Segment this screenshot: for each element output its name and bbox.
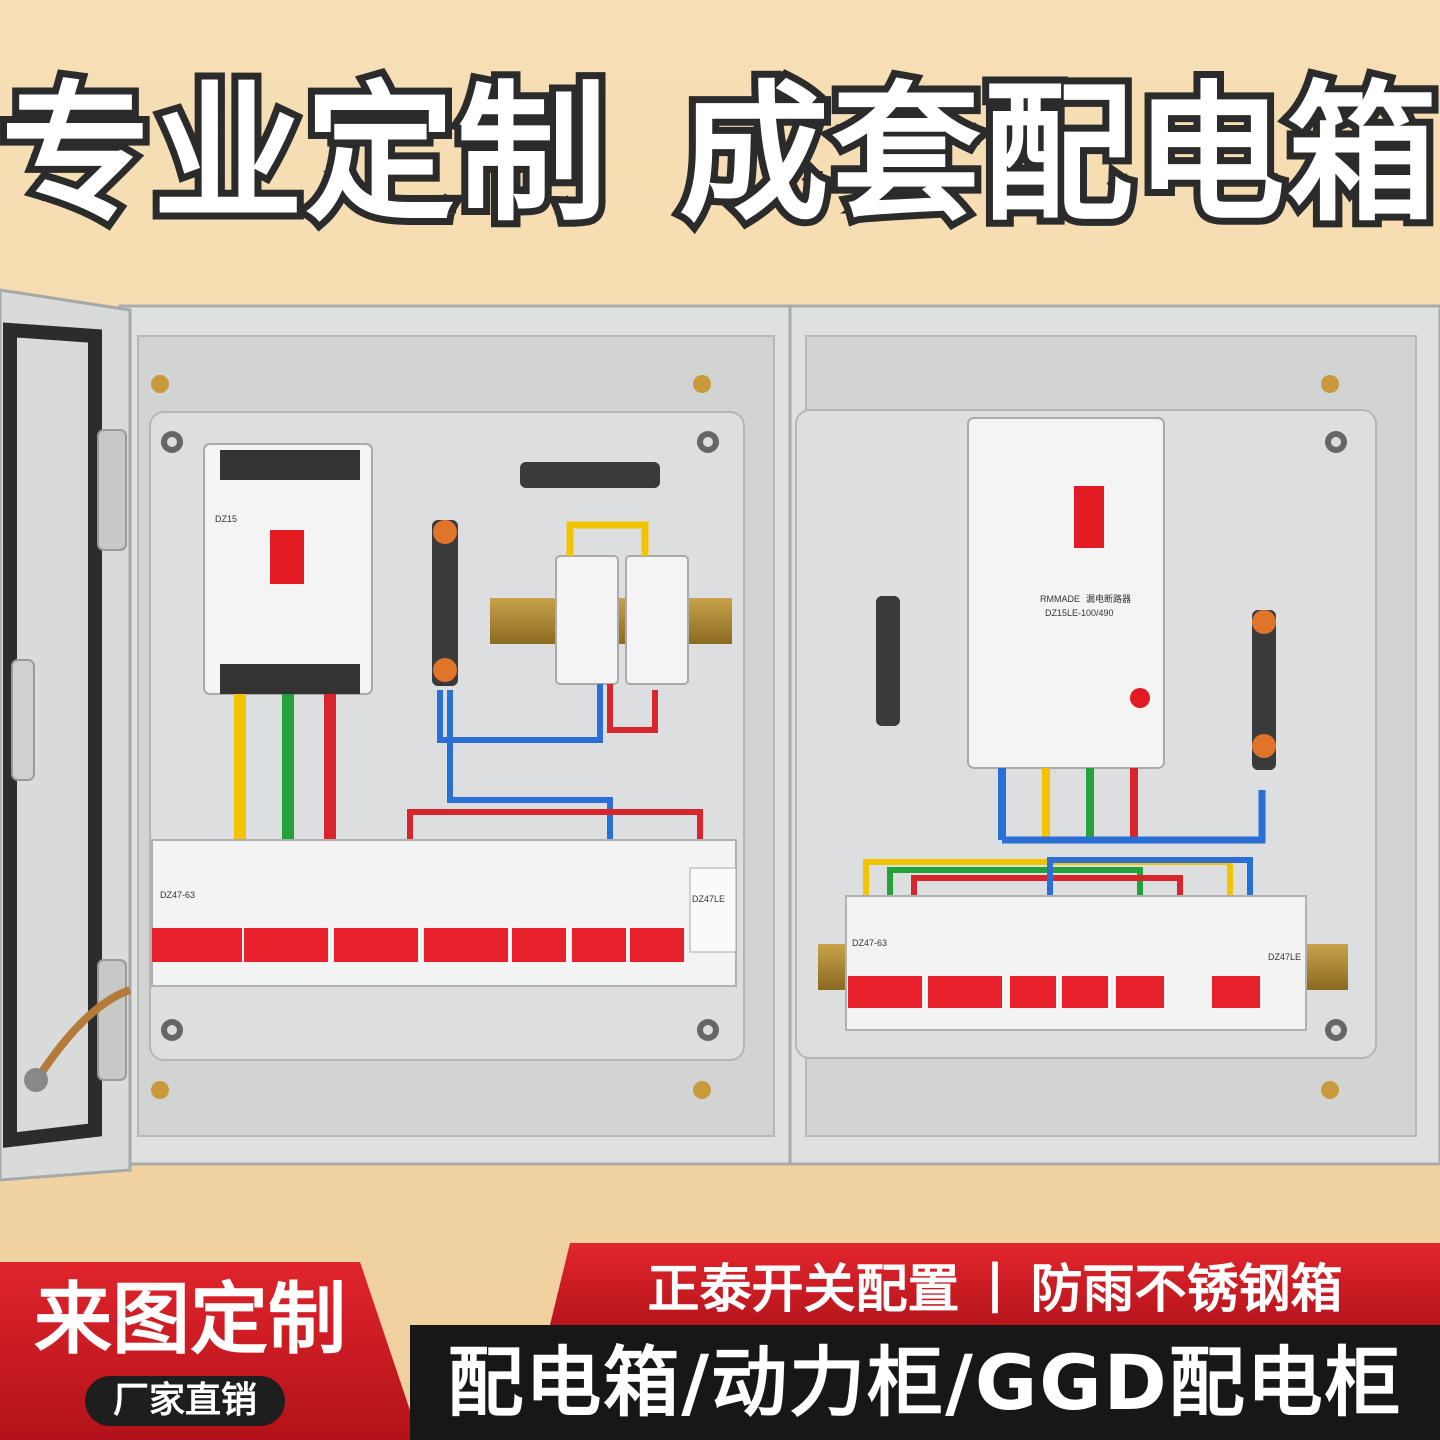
headline: 专业定制 成套配电箱: [0, 55, 1440, 265]
socket-2: [625, 555, 689, 685]
right-terminal-bar-2: [1252, 610, 1276, 770]
socket-1: [555, 555, 619, 685]
products-bar: [410, 1325, 1440, 1440]
feature-left: 正泰开关配置: [647, 1259, 960, 1320]
right-rcbo-model: DZ47LE: [1268, 952, 1301, 962]
right-breaker-row: DZ47-63 DZ47LE: [845, 895, 1307, 1031]
left-main-breaker: DZ15: [203, 443, 373, 695]
right-main-breaker: RMMADE 漏电断路器 DZ15LE-100/490: [967, 417, 1165, 769]
left-main-model: DZ15: [215, 514, 237, 524]
open-door: [0, 288, 132, 1182]
right-main-name: 漏电断路器: [1086, 593, 1131, 604]
terminal-bar-vertical: [432, 520, 458, 686]
right-terminal-bar-1: [876, 596, 900, 726]
products-text: 配电箱/动力柜/GGD配电柜: [447, 1338, 1403, 1427]
feature-right: 防雨不锈钢箱: [1030, 1259, 1343, 1320]
feature-divider: |: [985, 1254, 1005, 1314]
feature-bar: [550, 1243, 1440, 1325]
left-rcbo-model: DZ47LE: [692, 894, 725, 904]
left-mcb-model: DZ47-63: [160, 890, 195, 900]
factory-direct-pill: 厂家直销: [85, 1376, 285, 1426]
feature-text: 正泰开关配置 | 防雨不锈钢箱: [550, 1243, 1440, 1325]
custom-badge-text: 来图定制: [33, 1275, 346, 1365]
right-mcb-model: DZ47-63: [852, 938, 887, 948]
headline-part-1: 专业定制: [0, 61, 614, 249]
headline-part-2: 成套配电箱: [672, 61, 1440, 249]
terminal-bar-top: [520, 462, 660, 488]
left-breaker-row: DZ47-63 DZ47LE: [151, 839, 737, 987]
left-cabinet: [118, 304, 806, 1166]
right-main-model: DZ15LE-100/490: [1045, 608, 1114, 618]
right-brand: RMMADE: [1040, 594, 1080, 604]
